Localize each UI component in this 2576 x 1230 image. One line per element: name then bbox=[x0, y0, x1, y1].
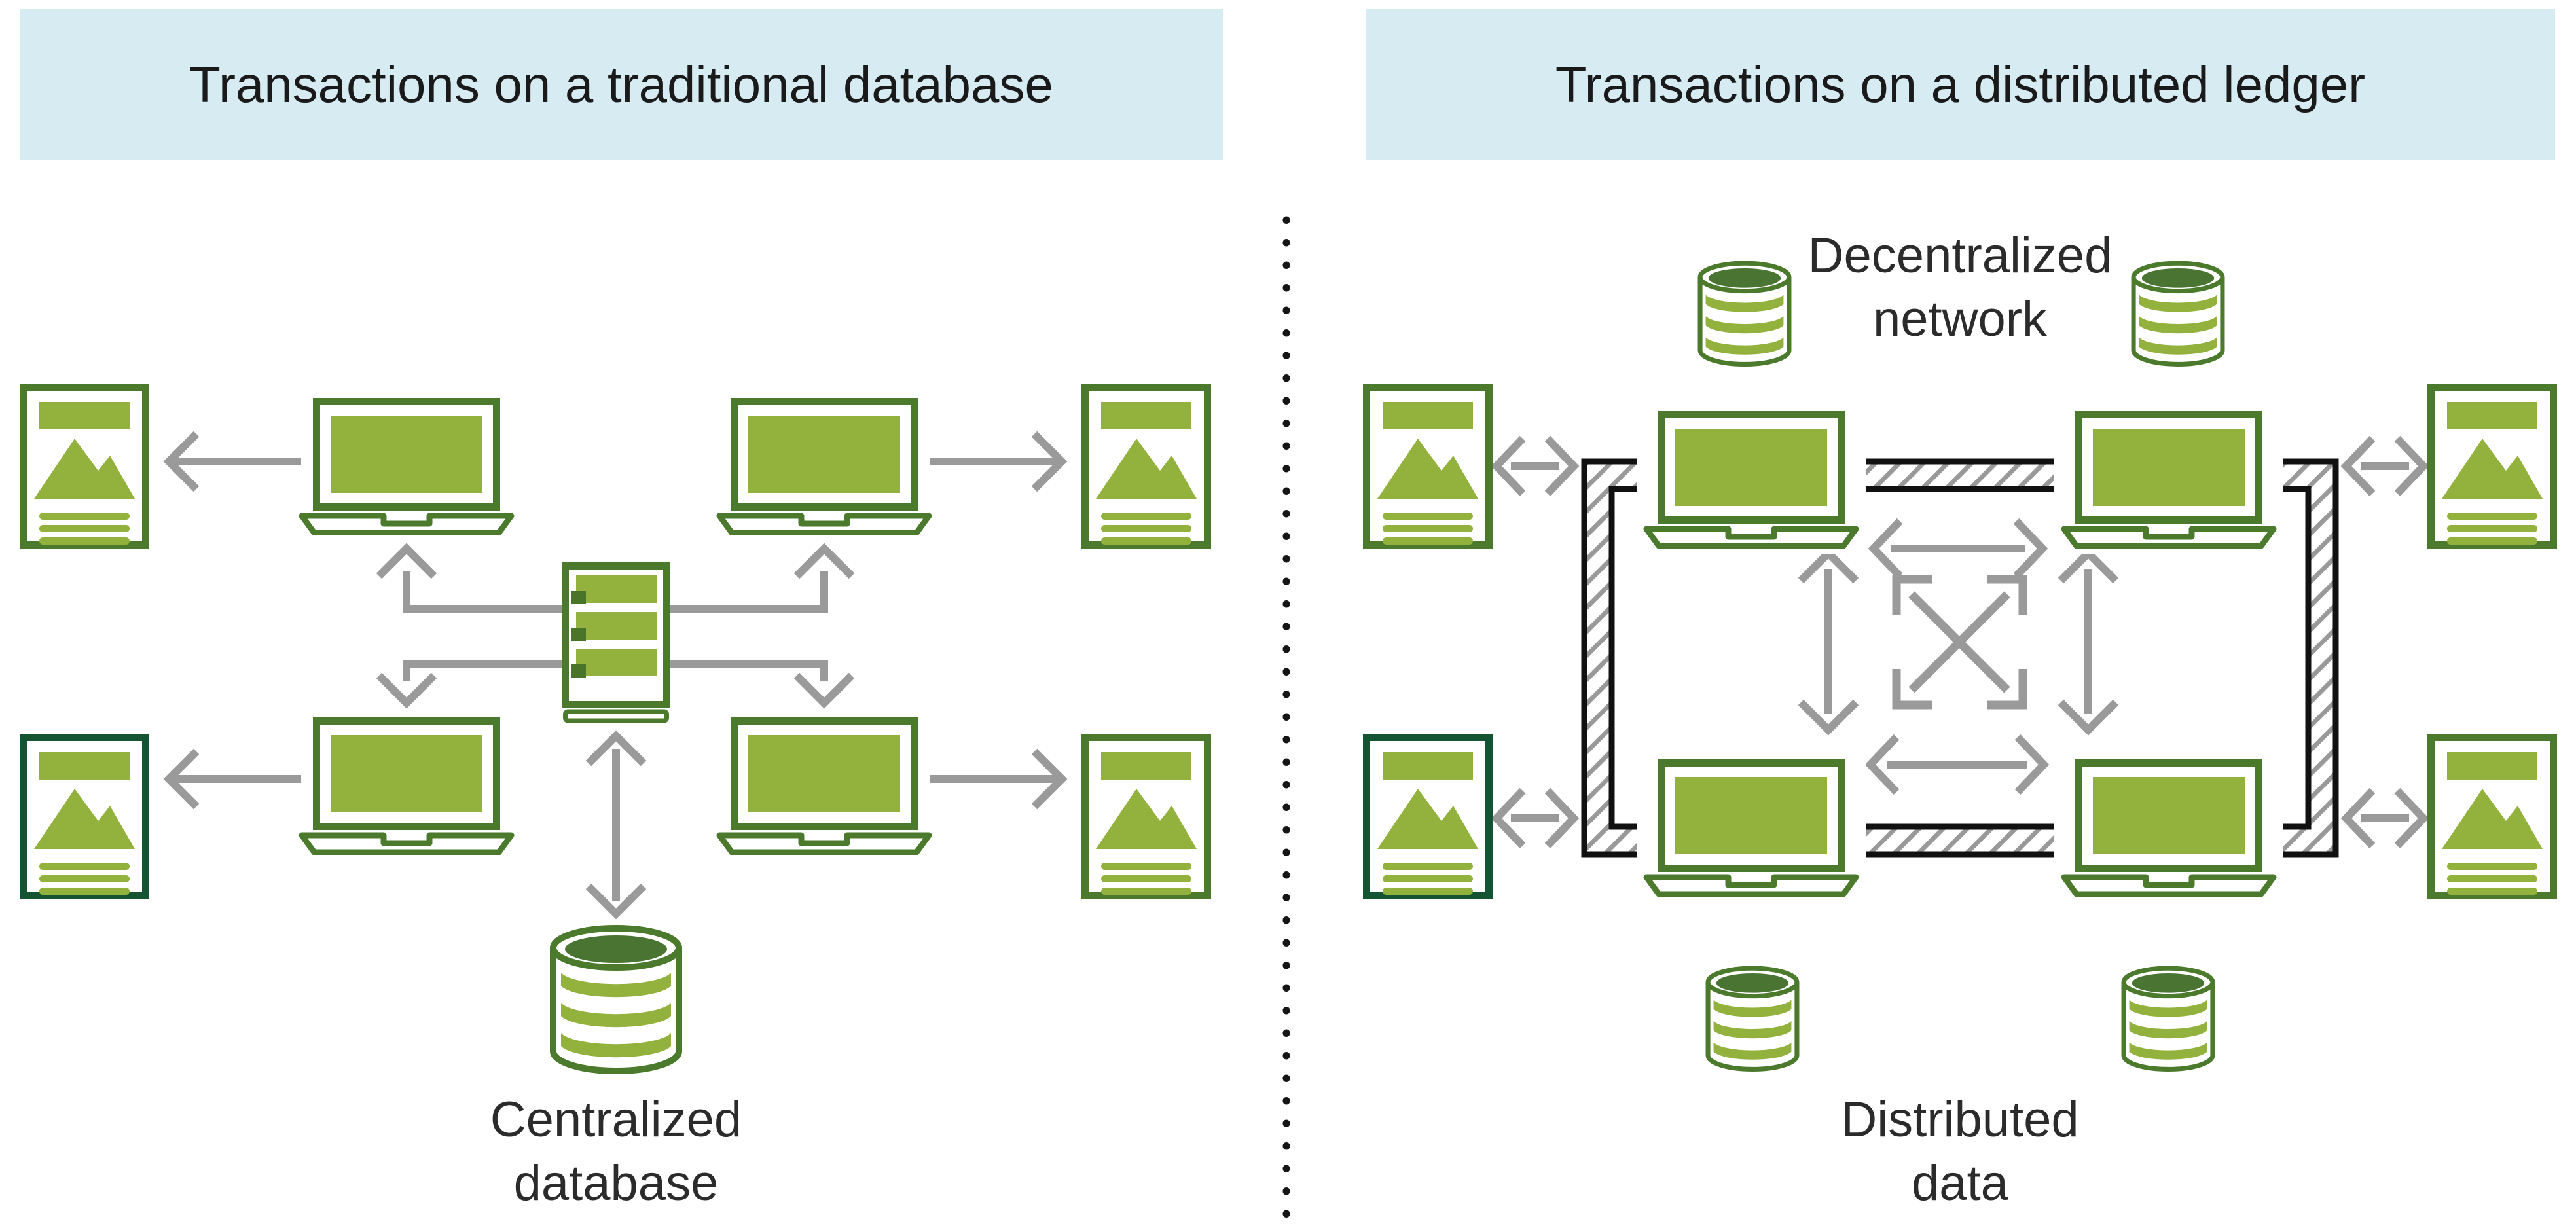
distributed-data-line2: data bbox=[1912, 1155, 2008, 1211]
centralized-database-line1: Centralized bbox=[490, 1092, 742, 1148]
laptop-icon bbox=[719, 402, 929, 534]
double-arrow-bottom-left-document bbox=[1491, 787, 1580, 849]
database-icon bbox=[1708, 968, 1797, 1069]
double-arrow-top-right-document bbox=[2340, 435, 2429, 497]
laptop-icon bbox=[302, 721, 511, 853]
arrow-server-to-bottom-right-laptop bbox=[670, 660, 855, 709]
header-traditional-database: Transactions on a traditional database bbox=[20, 9, 1223, 160]
decentralized-network-label: Decentralized network bbox=[1731, 224, 2189, 351]
double-arrow-bottom-laptops bbox=[1864, 734, 2050, 795]
arrow-server-to-bottom-left-laptop bbox=[376, 660, 562, 709]
decentralized-network-line1: Decentralized bbox=[1807, 228, 2113, 283]
centralized-database-label: Centralized database bbox=[387, 1088, 845, 1215]
double-arrow-bottom-right-document bbox=[2340, 787, 2429, 849]
header-distributed-ledger-text: Transactions on a distributed ledger bbox=[1555, 56, 2366, 113]
document-icon-dark bbox=[1367, 738, 1489, 895]
laptop-icon bbox=[719, 721, 929, 853]
double-arrow-top-laptops bbox=[1868, 518, 2048, 579]
distributed-data-label: Distributed data bbox=[1731, 1088, 2189, 1215]
document-icon bbox=[1085, 738, 1208, 895]
distributed-data-line1: Distributed bbox=[1841, 1092, 2079, 1148]
double-arrow-server-database bbox=[585, 730, 647, 920]
right-panel-arrows bbox=[1491, 435, 2429, 849]
document-icon bbox=[24, 388, 146, 545]
arrow-server-to-top-right-laptop bbox=[670, 543, 855, 613]
document-icon bbox=[1085, 388, 1208, 545]
decentralized-network-line2: network bbox=[1872, 291, 2048, 347]
database-icon-centralized bbox=[553, 928, 679, 1071]
arrow-to-bottom-left-document bbox=[163, 748, 301, 810]
document-icon bbox=[2431, 388, 2554, 545]
database-icon bbox=[2124, 968, 2213, 1069]
left-panel-arrows bbox=[163, 431, 1068, 920]
header-distributed-ledger: Transactions on a distributed ledger bbox=[1366, 9, 2555, 160]
double-arrow-top-left-document bbox=[1491, 435, 1580, 497]
centralized-database-line2: database bbox=[513, 1155, 719, 1211]
document-icon bbox=[2431, 738, 2554, 895]
laptop-icon bbox=[302, 402, 511, 534]
arrow-to-top-left-document bbox=[163, 431, 301, 492]
document-icon-dark bbox=[24, 738, 146, 895]
header-traditional-database-text: Transactions on a traditional database bbox=[189, 56, 1053, 113]
server-icon bbox=[566, 566, 667, 721]
traditional-database-panel bbox=[24, 388, 1208, 1072]
arrow-to-bottom-right-document bbox=[930, 748, 1068, 810]
arrow-to-top-right-document bbox=[930, 431, 1068, 492]
arrow-server-to-top-left-laptop bbox=[376, 543, 562, 613]
document-icon bbox=[1367, 388, 1489, 545]
distributed-ledger-panel bbox=[1367, 263, 2554, 1069]
crossed-arrows-icon bbox=[1892, 575, 2027, 710]
